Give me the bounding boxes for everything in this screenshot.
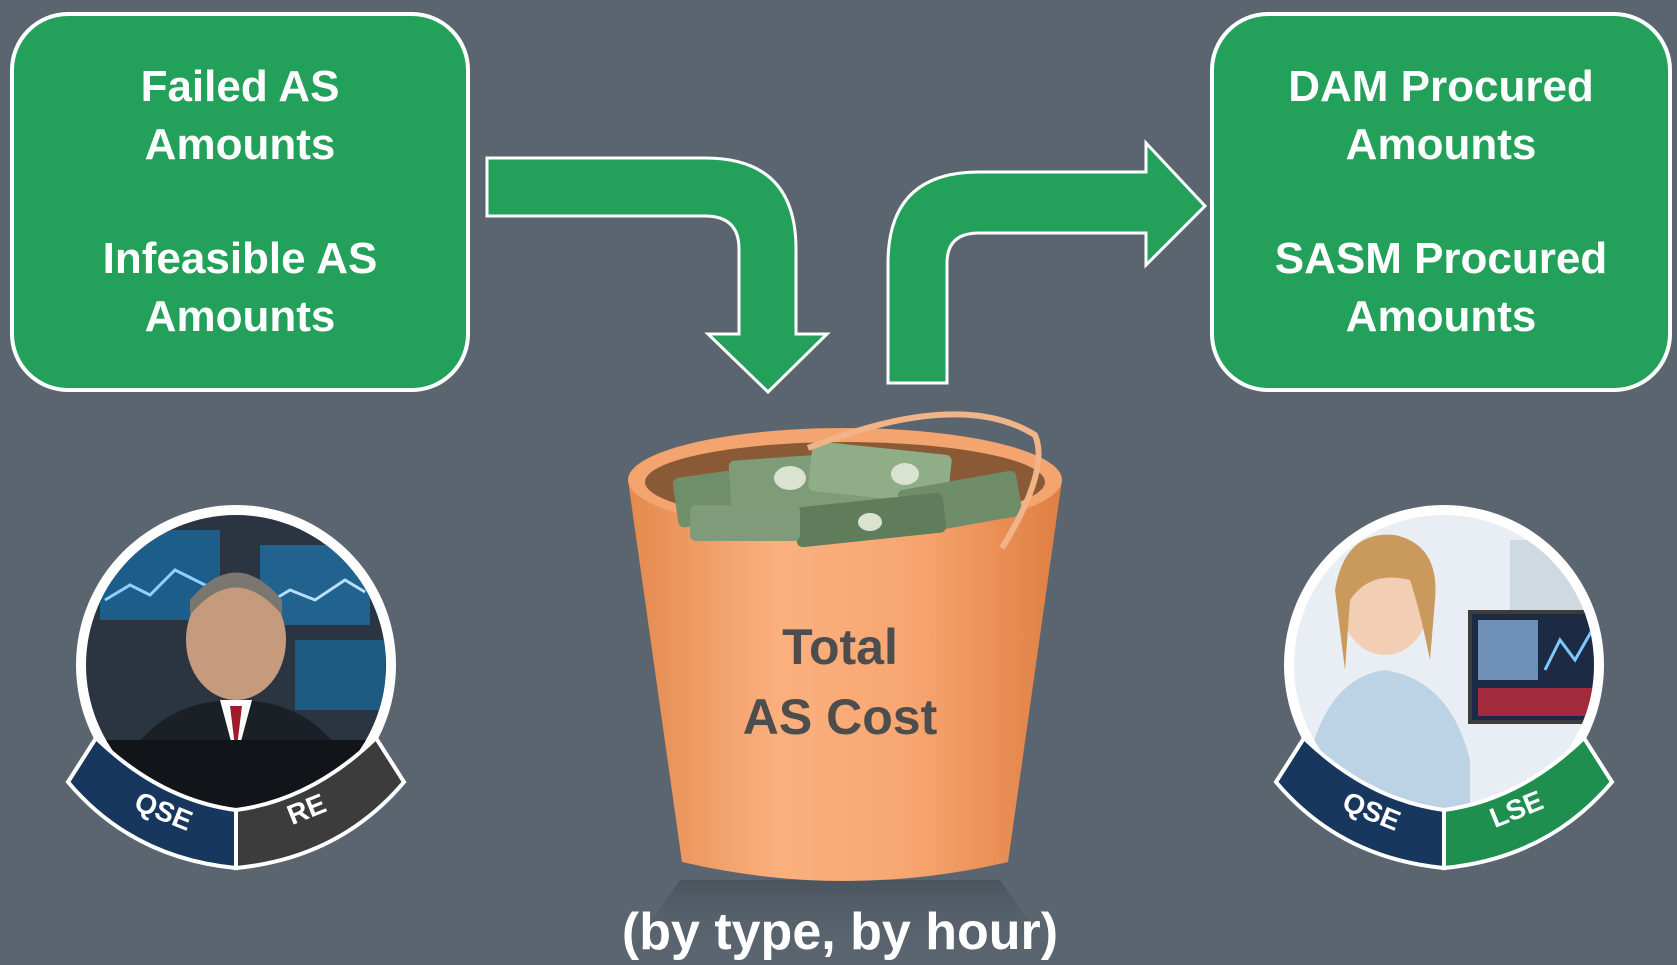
footnote: (by type, by hour)	[621, 903, 1059, 961]
right-box-line1: DAM Procured	[1288, 62, 1594, 111]
left-box-line2: Amounts	[144, 120, 336, 169]
arrow-into-bucket	[485, 156, 831, 395]
right-target-box: DAM Procured Amounts SASM Procured Amoun…	[1210, 12, 1672, 392]
bucket-line2: AS Cost	[742, 689, 938, 745]
money-bucket	[628, 411, 1062, 881]
left-box-line4: Amounts	[144, 292, 336, 341]
bucket-line1: Total	[782, 619, 898, 675]
bucket-shadow	[620, 880, 1060, 965]
qse-lse-avatar: QSE LSE	[1273, 505, 1615, 871]
right-box-line2: Amounts	[1345, 120, 1537, 169]
left-box-line3: Infeasible AS	[102, 234, 378, 283]
qse-re-avatar: QSE RE	[65, 505, 407, 871]
arrow-out-of-bucket	[886, 139, 1208, 385]
right-box-line3: SASM Procured	[1274, 234, 1608, 283]
bucket-label: Total AS Cost	[700, 612, 980, 752]
right-box-line4: Amounts	[1345, 292, 1537, 341]
left-box-line1: Failed AS	[140, 62, 340, 111]
left-source-box: Failed AS Amounts Infeasible AS Amounts	[10, 12, 470, 392]
money-stacks	[672, 441, 1023, 548]
